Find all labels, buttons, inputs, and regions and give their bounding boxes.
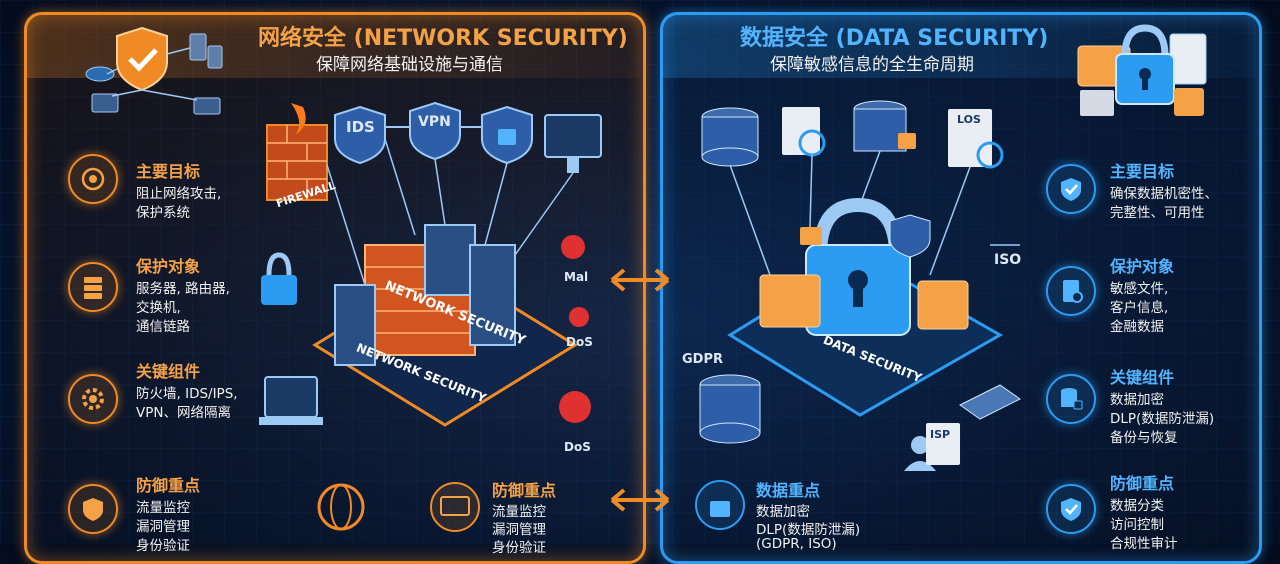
network-defense-line-1: 流量监控 bbox=[136, 500, 190, 516]
data-goal-title: 主要目标 bbox=[1110, 162, 1175, 181]
network-title: 网络安全 (NETWORK SECURITY) bbox=[258, 26, 628, 51]
data-target-line-2: 客户信息, bbox=[1110, 300, 1169, 316]
data-goal-line-2: 完整性、可用性 bbox=[1110, 205, 1205, 221]
data-defense-line-1: 数据分类 bbox=[1110, 498, 1164, 514]
dos-label-1: DoS bbox=[566, 335, 593, 349]
los-label: LOS bbox=[957, 113, 981, 126]
network-defense-line-3: 身份验证 bbox=[136, 538, 190, 554]
network-goal-title: 主要目标 bbox=[136, 162, 201, 181]
bidirectional-arrows bbox=[610, 268, 670, 512]
data-components-line-2: DLP(数据防泄漏) bbox=[1110, 411, 1215, 427]
network-center-defense-line-3: 身份验证 bbox=[492, 540, 546, 556]
network-defense-title: 防御重点 bbox=[136, 476, 201, 495]
server-icon bbox=[68, 262, 118, 312]
network-goal-line-1: 阻止网络攻击, bbox=[136, 186, 222, 202]
network-components-title: 关键组件 bbox=[136, 362, 201, 381]
data-target-line-1: 敏感文件, bbox=[1110, 281, 1169, 297]
network-center-defense-title: 防御重点 bbox=[492, 481, 557, 500]
network-components-line-2: VPN、网络隔离 bbox=[136, 405, 231, 421]
network-center-illustration bbox=[259, 101, 602, 532]
network-target-line-2: 交换机, bbox=[136, 300, 181, 316]
data-focus-line-1: 数据加密 bbox=[756, 504, 810, 520]
network-components-line-1: 防火墙, IDS/IPS, bbox=[136, 386, 238, 402]
dos-label-2: DoS bbox=[564, 440, 591, 454]
data-target-line-3: 金融数据 bbox=[1110, 319, 1164, 335]
data-focus-line-2: DLP(数据防泄漏) bbox=[756, 522, 861, 538]
database-lock-icon bbox=[1046, 374, 1096, 424]
ids-label: IDS bbox=[346, 118, 375, 136]
vpn-label: VPN bbox=[418, 114, 451, 130]
network-goal-line-2: 保护系统 bbox=[136, 205, 190, 221]
shield-check-icon bbox=[1046, 484, 1096, 534]
data-subtitle: 保障敏感信息的全生命周期 bbox=[770, 55, 974, 75]
isp-label: ISP bbox=[930, 428, 951, 441]
data-title: 数据安全 (DATA SECURITY) bbox=[740, 26, 1049, 51]
data-target-title: 保护对象 bbox=[1110, 257, 1175, 276]
data-files-illustration bbox=[1077, 24, 1207, 116]
check-shield-icon bbox=[1046, 164, 1096, 214]
data-defense-line-2: 访问控制 bbox=[1110, 517, 1164, 533]
network-subtitle: 保障网络基础设施与通信 bbox=[316, 55, 503, 75]
network-defense-line-2: 漏洞管理 bbox=[136, 519, 190, 535]
network-target-title: 保护对象 bbox=[136, 257, 201, 276]
data-center-illustration bbox=[695, 100, 1021, 530]
data-goal-line-1: 确保数据机密性、 bbox=[1110, 186, 1218, 202]
target-icon bbox=[68, 154, 118, 204]
gdpr-label: GDPR bbox=[682, 352, 723, 367]
data-focus-line-3: (GDPR, ISO) bbox=[756, 536, 837, 552]
data-components-line-3: 备份与恢复 bbox=[1110, 430, 1178, 446]
network-devices-illustration bbox=[85, 26, 223, 115]
network-center-defense-line-2: 漏洞管理 bbox=[492, 522, 546, 538]
gear-icon bbox=[68, 374, 118, 424]
iso-label: ISO bbox=[994, 252, 1022, 268]
data-defense-title: 防御重点 bbox=[1110, 474, 1175, 493]
network-target-line-3: 通信链路 bbox=[136, 319, 190, 335]
data-focus-title: 数据重点 bbox=[756, 481, 821, 500]
network-target-line-1: 服务器, 路由器, bbox=[136, 281, 230, 297]
data-components-title: 关键组件 bbox=[1110, 368, 1175, 387]
network-center-defense-line-1: 流量监控 bbox=[492, 504, 546, 520]
shield-icon bbox=[68, 484, 118, 534]
malware-label: Mal bbox=[564, 270, 589, 284]
data-defense-line-3: 合规性审计 bbox=[1110, 536, 1178, 552]
document-check-icon bbox=[1046, 266, 1096, 316]
data-components-line-1: 数据加密 bbox=[1110, 392, 1164, 408]
